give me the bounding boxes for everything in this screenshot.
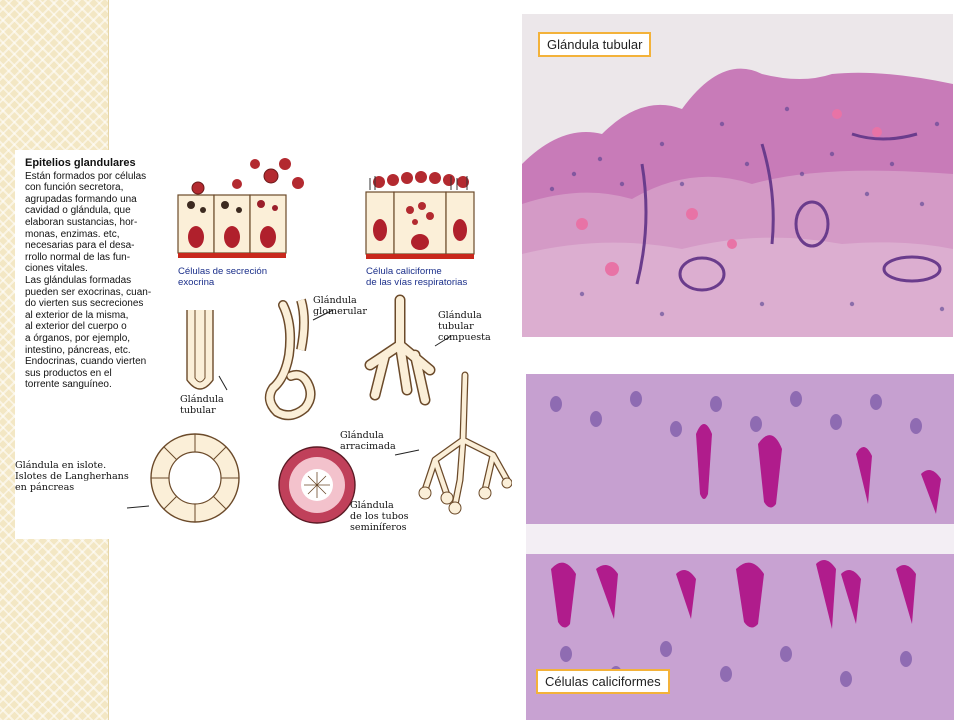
tubular-gland-drawing <box>186 310 228 391</box>
intro-line: agrupadas formando una <box>25 193 137 205</box>
seminiferous-tubule-label-line: de los tubos <box>350 511 409 522</box>
glandular-epithelia-figure: Epitelios glandulares Están formados por… <box>15 150 512 539</box>
seminiferous-tubule-label-line: Glándula <box>350 500 394 511</box>
intro-line: elaboran sustancias, hor- <box>25 216 138 228</box>
goblet-caption-line: de las vías respiratorias <box>366 277 468 288</box>
goblet-cell-drawing <box>365 171 475 259</box>
tubular-gland-micrograph-image <box>522 14 953 337</box>
acinar-gland-label: Glándula arracimada <box>340 430 396 452</box>
intro-text-block: Epitelios glandulares Están formados por… <box>25 157 173 391</box>
glomerular-gland-drawing <box>264 298 334 421</box>
intro-line: monas, enzimas. etc, <box>25 228 120 240</box>
intro-line: Endocrinas, cuando vierten <box>25 356 147 368</box>
islet-gland-label-line: Glándula en islote. <box>15 460 107 471</box>
islet-gland-label-line: Islotes de Langherhans <box>15 471 129 482</box>
intro-line: sus productos en el <box>25 367 112 379</box>
intro-line: cavidad o glándula, que <box>25 205 131 217</box>
gland-drawings <box>126 158 512 524</box>
compound-tubular-gland-label-line: Glándula <box>438 310 482 321</box>
tubular-gland-label-line: Glándula <box>180 394 224 405</box>
goblet-caption-line: Célula caliciforme <box>366 266 442 277</box>
intro-line: pueden ser exocrinas, cuan- <box>25 286 152 298</box>
exocrine-caption-line: exocrina <box>178 277 215 288</box>
compound-tubular-gland-label-line: tubular <box>438 321 474 332</box>
intro-line: intestino, páncreas, etc. <box>25 344 131 356</box>
acinar-gland-label-line: arracimada <box>340 441 396 452</box>
intro-title: Epitelios glandulares <box>25 157 136 169</box>
intro-line: necesarias para el desa- <box>25 240 135 252</box>
seminiferous-tubule-label-line: seminíferos <box>350 522 407 533</box>
goblet-caption: Célula caliciforme de las vías respirato… <box>366 266 467 288</box>
intro-line: rrollo normal de las fun- <box>25 251 131 263</box>
exocrine-caption-line: Células de secreción <box>178 266 268 277</box>
compound-tubular-gland-drawing <box>364 294 452 406</box>
glomerular-gland-label-line: Glándula <box>313 295 357 306</box>
intro-line: al exterior de la misma, <box>25 309 129 321</box>
intro-line: con función secretora, <box>25 182 124 194</box>
islet-gland-label-line: en páncreas <box>15 482 75 493</box>
glomerular-gland-label-line: glomerular <box>313 306 367 317</box>
tubular-gland-label: Glándula tubular <box>180 394 224 416</box>
islet-gland-drawing <box>126 433 240 523</box>
tubular-gland-label-line: tubular <box>180 405 216 416</box>
acinar-gland-label-line: Glándula <box>340 430 384 441</box>
intro-line: a órganos, por ejemplo, <box>25 332 131 344</box>
goblet-cells-micrograph: Células caliciformes <box>526 374 954 720</box>
intro-line: do vierten sus secreciones <box>25 298 144 310</box>
compound-tubular-gland-label-line: compuesta <box>438 332 491 343</box>
exocrine-caption: Células de secreción exocrina <box>178 266 267 288</box>
goblet-cells-tag: Células caliciformes <box>536 669 670 694</box>
intro-line: Las glándulas formadas <box>25 274 132 286</box>
seminiferous-tubule-label: Glándula de los tubos seminíferos <box>350 500 409 533</box>
acinar-gland-drawing <box>394 371 512 515</box>
tubular-gland-micrograph: Glándula tubular <box>522 14 953 337</box>
intro-line: ciones vitales. <box>25 263 88 275</box>
islet-gland-label: Glándula en islote. Islotes de Langherha… <box>15 460 129 493</box>
intro-line: torrente sanguíneo. <box>25 379 112 391</box>
compound-tubular-gland-label: Glándula tubular compuesta <box>438 310 491 343</box>
exocrine-cells-drawing <box>177 158 304 258</box>
intro-line: Están formados por células <box>25 170 147 182</box>
tubular-gland-tag: Glándula tubular <box>538 32 652 57</box>
intro-line: al exterior del cuerpo o <box>25 321 127 333</box>
glomerular-gland-label: Glándula glomerular <box>313 295 367 317</box>
seminiferous-tubule-drawing <box>278 446 356 524</box>
